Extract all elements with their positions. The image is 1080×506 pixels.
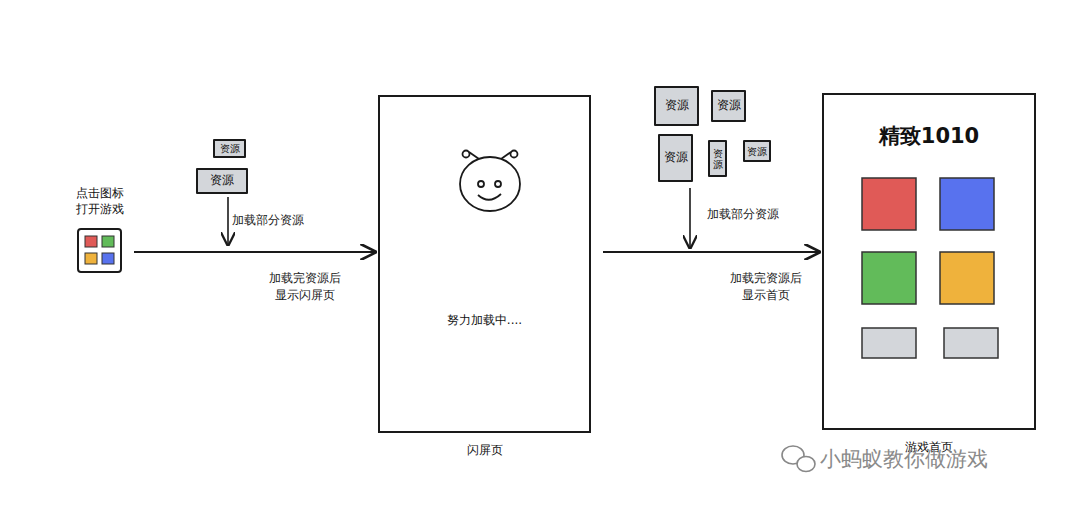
game-tiles: [862, 178, 998, 358]
resource-box: 资源: [658, 134, 693, 182]
resource-box: 资源: [654, 86, 699, 126]
edge-label: 加载完资源后 显示首页: [724, 270, 808, 305]
wechat-logo: [782, 446, 815, 472]
resource-box: 资源: [196, 168, 248, 194]
resource-text: 资源: [664, 150, 688, 166]
flow-arrow: [603, 251, 819, 253]
resource-text: 资源: [747, 145, 767, 158]
app-icon: [85, 236, 114, 264]
resource-text: 资源: [220, 142, 240, 155]
screen-frame: 努力加载中....闪屏页: [378, 95, 591, 433]
resource-box: 资源: [213, 139, 246, 158]
resource-text: 资源: [210, 173, 234, 189]
flow-arrow: [134, 251, 375, 253]
page-title: 精致1010: [824, 123, 1034, 150]
resource-text: 资源: [665, 98, 689, 114]
loading-text: 努力加载中....: [380, 313, 589, 329]
down-arrow: [227, 197, 229, 245]
resource-box: 资源: [708, 140, 727, 177]
watermark: 小蚂蚁教你做游戏: [820, 444, 988, 474]
edge-label: 加载完资源后 显示闪屏页: [263, 270, 347, 305]
app-icon-box: 点击图标 打开游戏: [77, 228, 122, 273]
down-arrow: [689, 188, 691, 248]
resource-box: 资源: [743, 140, 771, 162]
resource-text: 资源: [717, 98, 741, 114]
resource-text: 资源: [713, 148, 723, 170]
resource-box: 资源: [711, 90, 746, 122]
caption-text: 点击图标 打开游戏: [70, 186, 130, 217]
step-note: 加载部分资源: [707, 206, 779, 223]
step-note: 加载部分资源: [232, 212, 304, 229]
robot-face: [460, 151, 520, 212]
screen-frame: 精致1010游戏首页: [822, 93, 1036, 430]
caption-text: 闪屏页: [425, 443, 545, 459]
